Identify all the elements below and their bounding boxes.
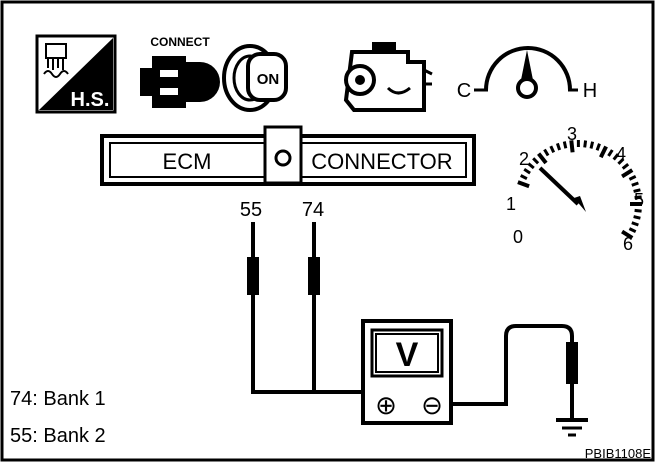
tach-tick [631,221,639,227]
tach-tick [621,163,630,170]
tach-tick [549,145,556,154]
tach-mark-3: 3 [567,124,577,144]
tach-mark-6: 6 [623,234,633,254]
tach-tick [628,227,637,234]
temp-gauge-hot-label: H [583,80,597,102]
tach-tick [555,142,562,151]
voltmeter: V ⊕ ⊖ [361,319,453,425]
legend-bank-1: 74: Bank 1 [10,388,106,410]
tach-tick [612,153,620,161]
tach-tick [532,157,540,165]
tach-tick [634,195,642,200]
tach-tick [599,145,608,159]
tach-tick [634,208,642,213]
tach-tick [631,181,639,187]
tach-tick [628,174,637,181]
connector-icon: CONNECT [140,35,220,108]
figure-id: PBIB1108E [585,446,652,461]
tach-tick [583,140,588,148]
ground-probe [566,342,578,384]
hot-soak-icon: H.S. [35,34,117,114]
tach-tick [569,140,575,153]
tach-tick [595,143,601,151]
tach-tick [562,141,568,149]
positive-terminal: ⊕ [375,390,397,420]
probe-leads [247,222,578,418]
temperature-gauge-icon: C H [457,46,597,102]
temp-gauge-cold-label: C [457,80,471,102]
negative-terminal: ⊖ [421,390,443,420]
tach-mark-5: 5 [634,190,644,210]
terminal-55-label: 55 [240,199,262,221]
ignition-key-icon: ON [222,44,288,112]
engine-running-icon [343,42,433,112]
connector-label: CONNECTOR [311,149,452,174]
tach-tick [527,162,535,170]
legend-bank-2: 55: Bank 2 [10,425,106,447]
connector-lock-tab [274,149,292,167]
ground-icon [556,418,588,437]
tach-tick [617,157,625,165]
tach-mark-4: 4 [616,144,626,164]
ecm-label: ECM [163,149,212,174]
tach-tick [633,188,641,193]
tach-tick [589,141,595,149]
tach-tick [520,174,528,181]
tach-tick [621,229,634,240]
tach-tick [537,152,548,165]
tach-tick [607,149,614,157]
tach-mark-1: 1 [506,194,516,214]
tach-tick [543,148,550,157]
voltmeter-label: V [396,336,419,374]
ecm-connector: ECM CONNECTOR [100,125,476,186]
tach-mark-2: 2 [519,149,529,169]
tach-tick [633,215,641,220]
terminal-74-label: 74 [302,199,324,221]
tach-mark-0: 0 [513,227,523,247]
probe-74 [308,257,320,295]
hot-soak-label: H.S. [71,89,110,111]
probe-55 [247,257,259,295]
connect-label: CONNECT [150,35,210,49]
ignition-on-label: ON [257,71,280,88]
tach-tick [517,180,530,189]
tach-tick [621,168,634,179]
tachometer-icon: 0 1 2 3 4 5 6 [506,124,644,254]
tach-tick [523,168,531,175]
tachometer-scale [517,140,642,240]
